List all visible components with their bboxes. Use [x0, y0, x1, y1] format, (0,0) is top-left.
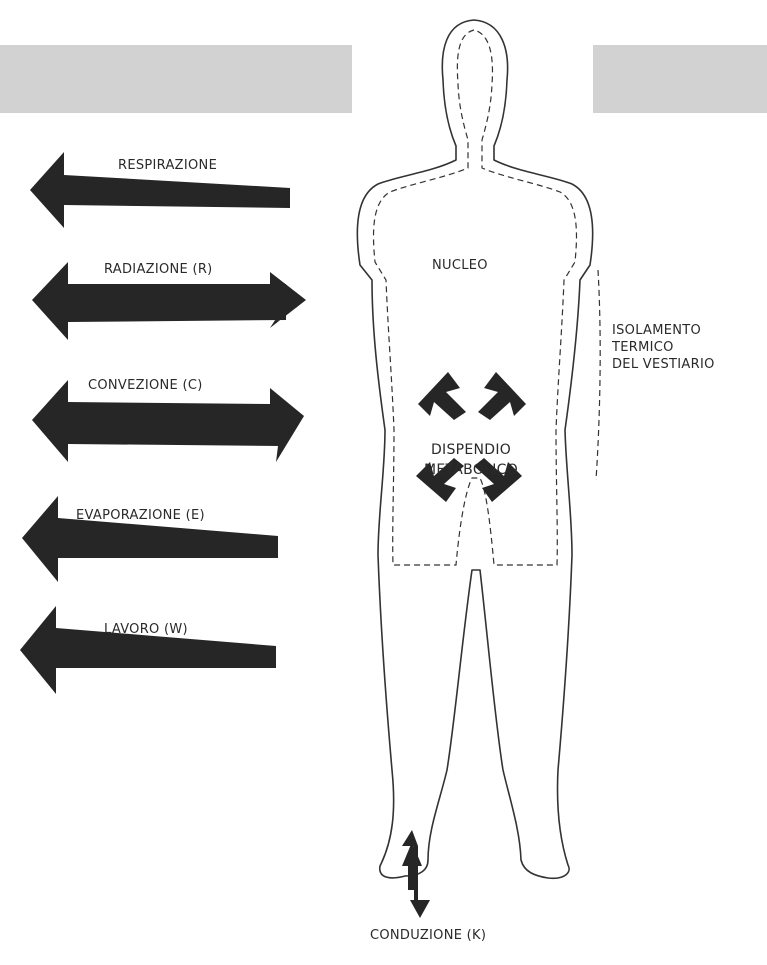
label-dispendio-line2: METABOLICO: [424, 460, 518, 480]
label-dispendio-line1: DISPENDIO: [424, 440, 518, 460]
label-lavoro: LAVORO (W): [104, 622, 188, 637]
radiazione-arrow-out: [62, 284, 286, 295]
convezione-arrow-out: [62, 410, 282, 422]
label-isolamento-termico: ISOLAMENTO TERMICO DEL VESTIARIO: [612, 322, 715, 373]
label-nucleo: NUCLEO: [432, 258, 488, 273]
metabolic-arrow-upper-left: [418, 372, 466, 420]
conduzione-arrow-up: [402, 842, 422, 890]
label-radiazione: RADIAZIONE (R): [104, 262, 213, 277]
core-dashed-outline: [374, 30, 577, 565]
metabolic-arrow-upper-right: [478, 372, 526, 420]
label-evaporazione: EVAPORAZIONE (E): [76, 508, 205, 523]
label-isolamento-line2: TERMICO: [612, 339, 715, 356]
clothing-insulation-line: [596, 270, 600, 480]
label-isolamento-line3: DEL VESTIARIO: [612, 356, 715, 373]
label-dispendio-metabolico: DISPENDIO METABOLICO: [424, 440, 518, 480]
lavoro-arrow: [20, 606, 276, 694]
label-respirazione: RESPIRAZIONE: [118, 158, 217, 173]
label-convezione: CONVEZIONE (C): [88, 378, 203, 393]
label-isolamento-line1: ISOLAMENTO: [612, 322, 715, 339]
label-conduzione: CONDUZIONE (K): [370, 928, 486, 943]
